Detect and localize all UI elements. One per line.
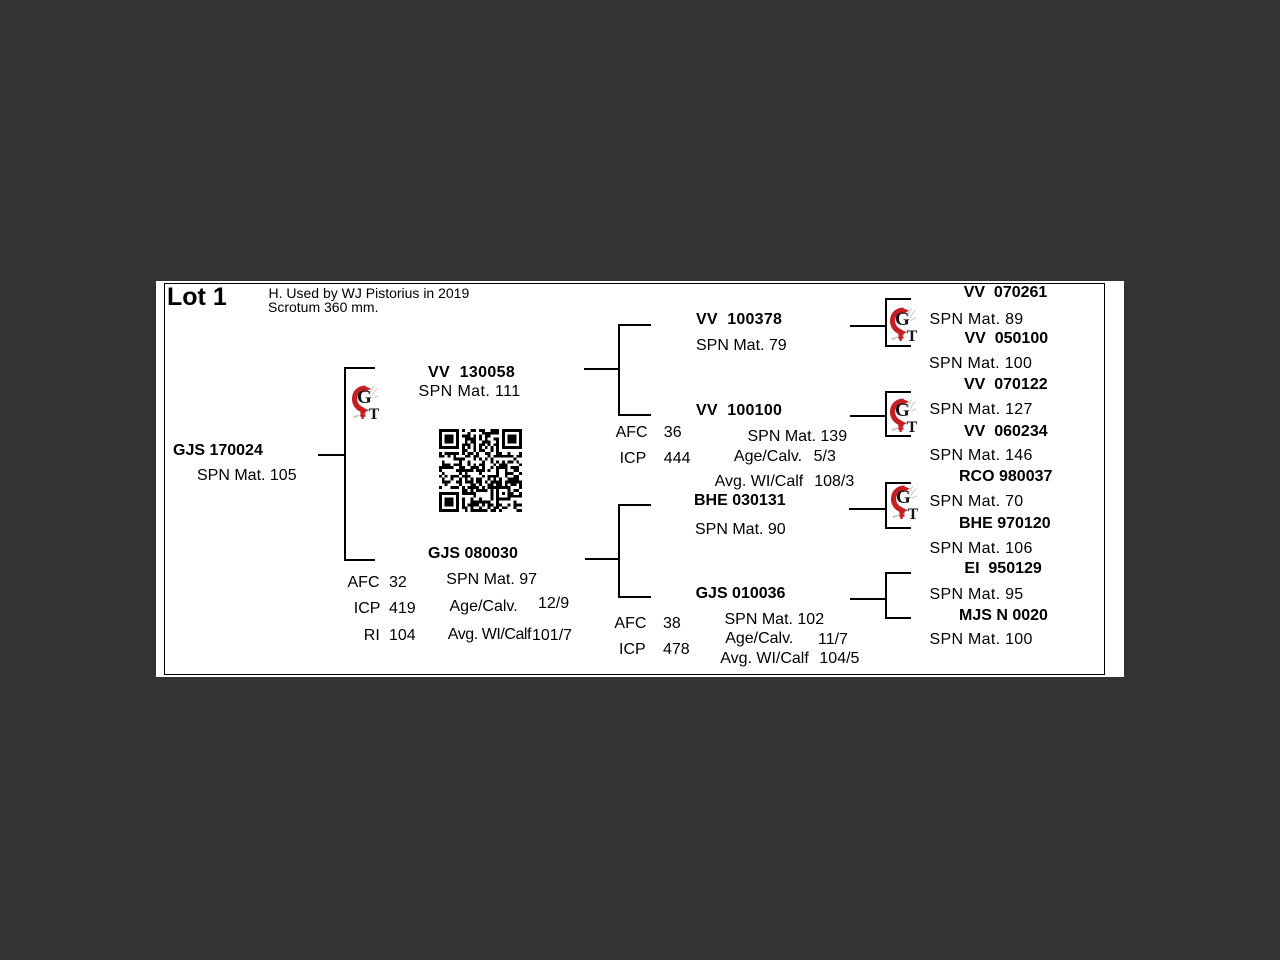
svg-text:T: T (368, 406, 378, 420)
svg-text:G: G (896, 487, 911, 508)
svg-text:G: G (357, 386, 372, 407)
svg-text:G: G (895, 400, 910, 421)
svg-text:T: T (906, 419, 916, 433)
svg-text:T: T (907, 506, 917, 520)
svg-text:G: G (895, 309, 910, 330)
svg-text:T: T (906, 328, 916, 342)
